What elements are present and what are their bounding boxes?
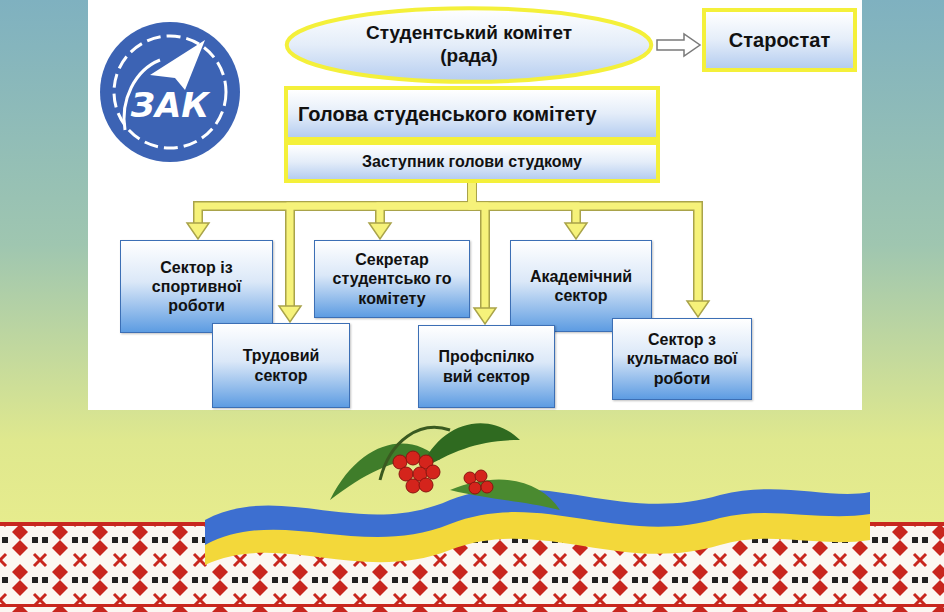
org-box: Трудовий сектор — [212, 323, 350, 408]
node-label: Сектор із спортивної роботи — [129, 258, 264, 316]
org-box: Сектор із спортивної роботи — [120, 240, 273, 333]
arrow-head — [369, 223, 391, 239]
block-arrow — [657, 34, 700, 56]
ellipse-node: Студентський комітет (рада) — [283, 5, 655, 85]
org-box: Заступник голови студкому — [284, 141, 660, 183]
node-label: Сектор з культмасо вої роботи — [621, 330, 743, 388]
org-box: Голова студенського комітету — [284, 86, 660, 141]
node-label: Трудовий сектор — [221, 346, 341, 384]
node-label: Профспілко вий сектор — [427, 347, 546, 385]
org-box: Старостат — [702, 8, 857, 72]
org-box: Профспілко вий сектор — [418, 325, 555, 408]
logo-text: ЗАК — [122, 88, 218, 122]
org-box: Сектор з культмасо вої роботи — [612, 318, 752, 400]
arrow-head — [279, 306, 301, 322]
arrow-head — [187, 223, 209, 239]
arrow-head — [474, 308, 496, 324]
node-label: Студентський комітет (рада) — [359, 22, 579, 68]
node-label: Секретар студентсько го комітету — [323, 250, 461, 308]
arrow-head — [565, 223, 587, 239]
node-label: Заступник голови студкому — [362, 152, 582, 171]
node-label: Старостат — [729, 28, 830, 52]
arrow-head — [687, 301, 709, 317]
org-box: Секретар студентсько го комітету — [314, 240, 470, 318]
node-label: Голова студенського комітету — [298, 102, 597, 126]
node-label: Академічний сектор — [519, 267, 643, 305]
